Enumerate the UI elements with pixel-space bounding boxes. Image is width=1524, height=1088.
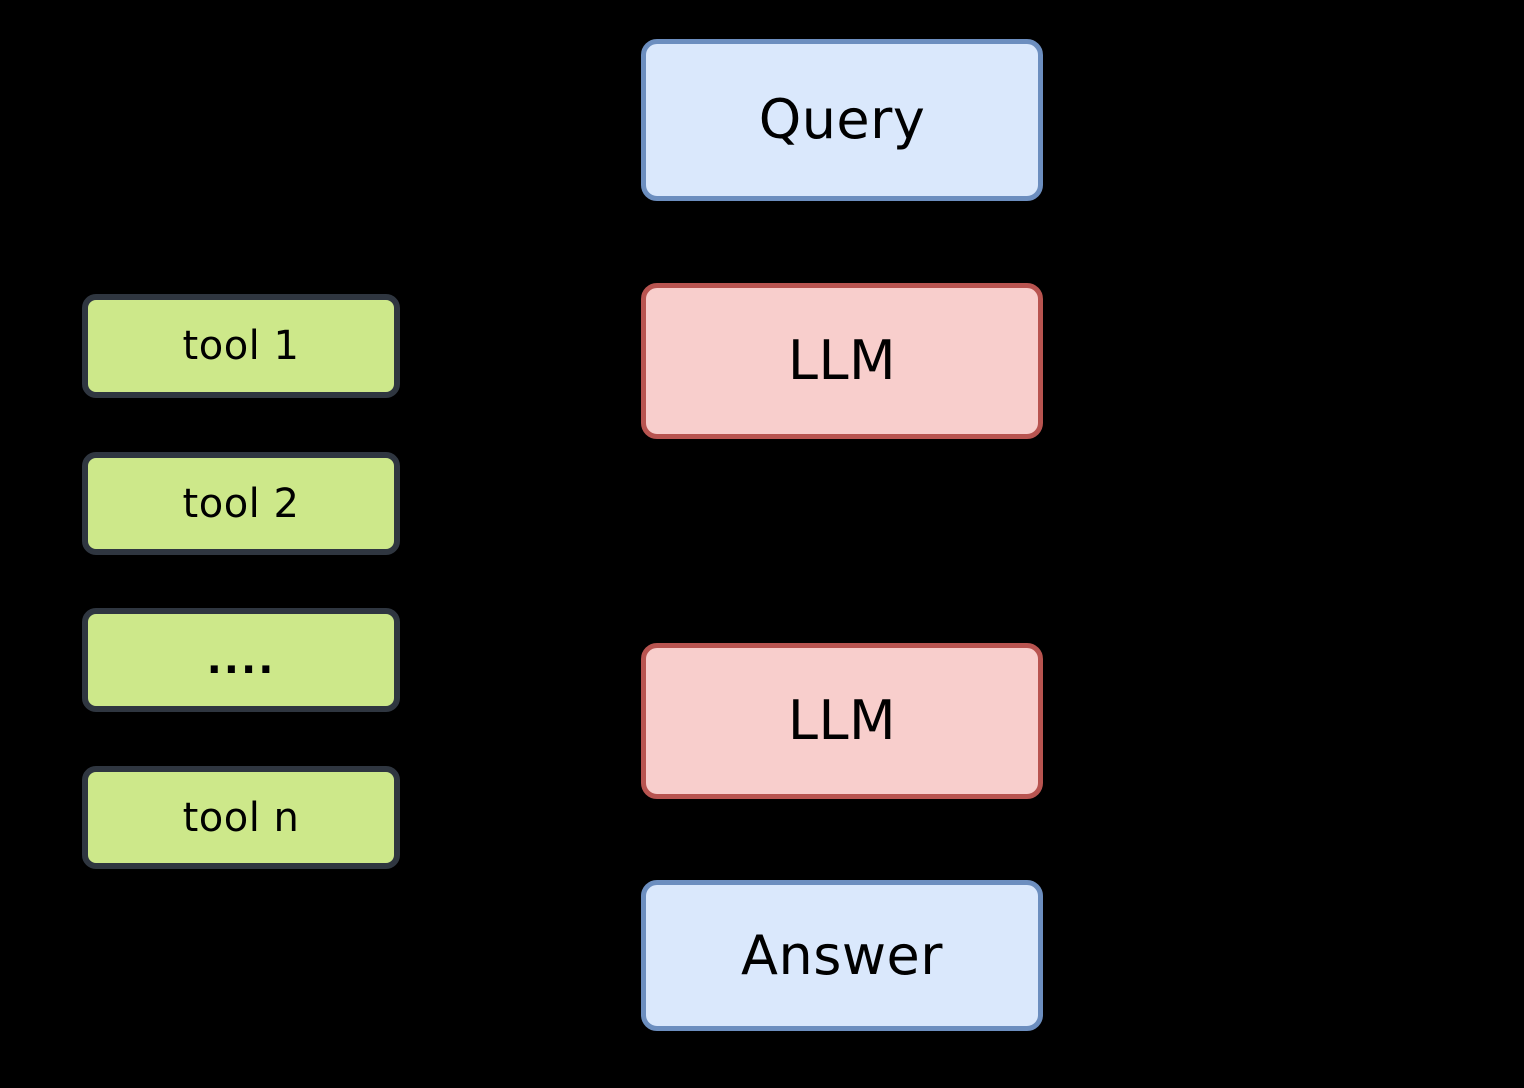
query-box-label: Query <box>758 88 926 152</box>
tool-box-ellipsis-label: .... <box>206 637 276 683</box>
tool-box-n[interactable]: tool n <box>82 766 400 869</box>
answer-box[interactable]: Answer <box>641 880 1043 1031</box>
llm-box-2-label: LLM <box>787 689 897 753</box>
llm-box-1[interactable]: LLM <box>641 283 1043 439</box>
tool-box-1[interactable]: tool 1 <box>82 294 400 398</box>
tool-box-n-label: tool n <box>182 794 300 841</box>
llm-box-2[interactable]: LLM <box>641 643 1043 799</box>
tool-box-1-label: tool 1 <box>182 323 300 369</box>
answer-box-label: Answer <box>741 923 943 987</box>
tool-box-2-label: tool 2 <box>182 480 300 527</box>
tool-box-2[interactable]: tool 2 <box>82 452 400 555</box>
query-box[interactable]: Query <box>641 39 1043 201</box>
llm-box-1-label: LLM <box>787 329 897 393</box>
tool-box-ellipsis[interactable]: .... <box>82 608 400 712</box>
